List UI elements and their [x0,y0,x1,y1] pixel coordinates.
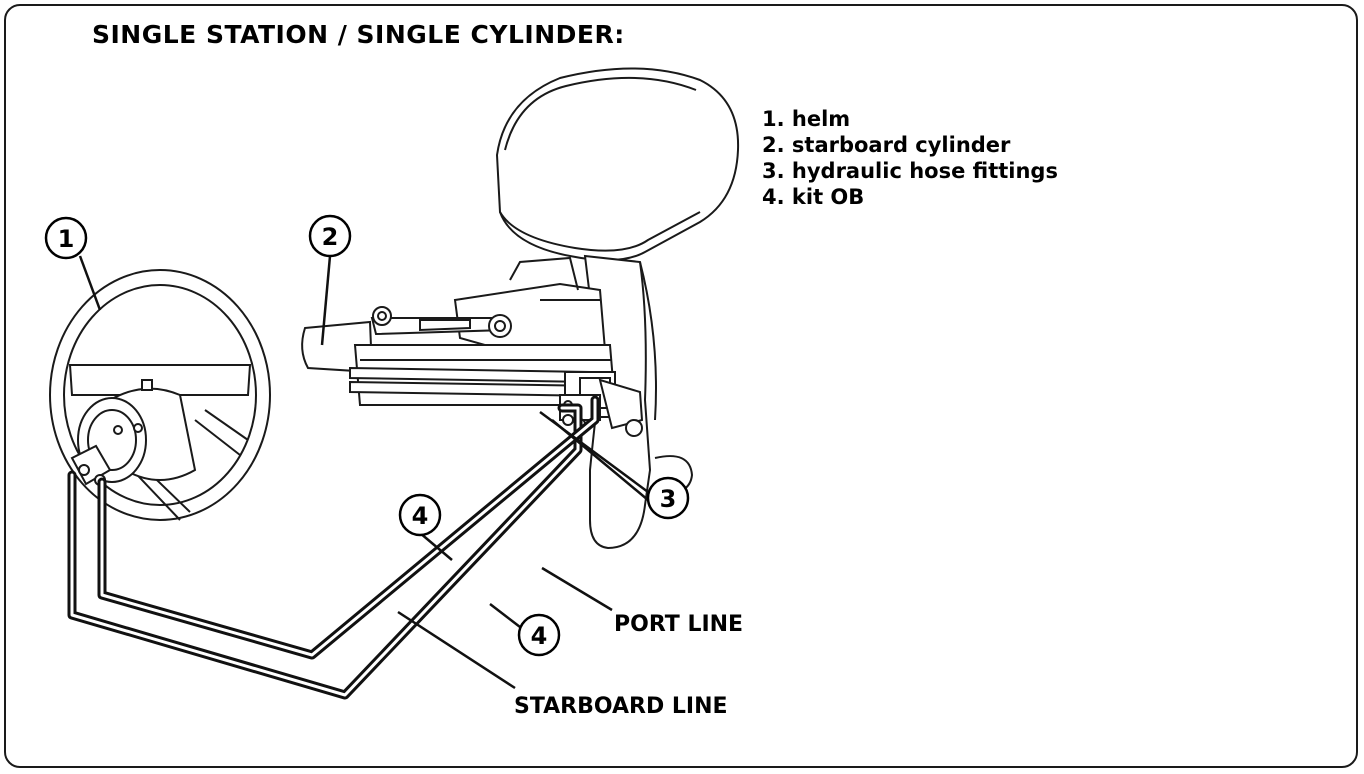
leader-lines [78,255,649,690]
legend-item-starboard-cylinder: 2. starboard cylinder [762,133,1011,157]
callout-fittings-number: 3 [660,485,677,513]
legend-item-hose-fittings: 3. hydraulic hose fittings [762,159,1058,183]
legend-item-helm: 1. helm [762,107,851,131]
port-line-label: PORT LINE [614,612,744,637]
callout-kit-lower: 4 [517,613,561,657]
tiller-arm [370,306,512,338]
callout-kit-upper: 4 [398,493,442,537]
diagram-frame [4,4,1358,768]
starboard-line-label: STARBOARD LINE [514,694,728,719]
legend-list: 1. helm 2. starboard cylinder 3. hydraul… [762,106,1058,210]
callout-fittings: 3 [646,476,690,520]
hydraulic-cylinder [301,320,644,437]
callout-helm-number: 1 [58,225,75,253]
legend-item-kit-ob: 4. kit OB [762,185,865,209]
callout-cylinder: 2 [308,214,352,258]
hydraulic-lines [67,395,600,700]
callout-kit-upper-number: 4 [412,502,429,530]
diagram-title: SINGLE STATION / SINGLE CYLINDER: [92,20,625,49]
callout-helm: 1 [44,216,88,260]
callout-cylinder-number: 2 [322,223,339,251]
callout-kit-lower-number: 4 [531,622,548,650]
helm-pump [70,379,197,486]
outboard-motor [453,67,740,550]
